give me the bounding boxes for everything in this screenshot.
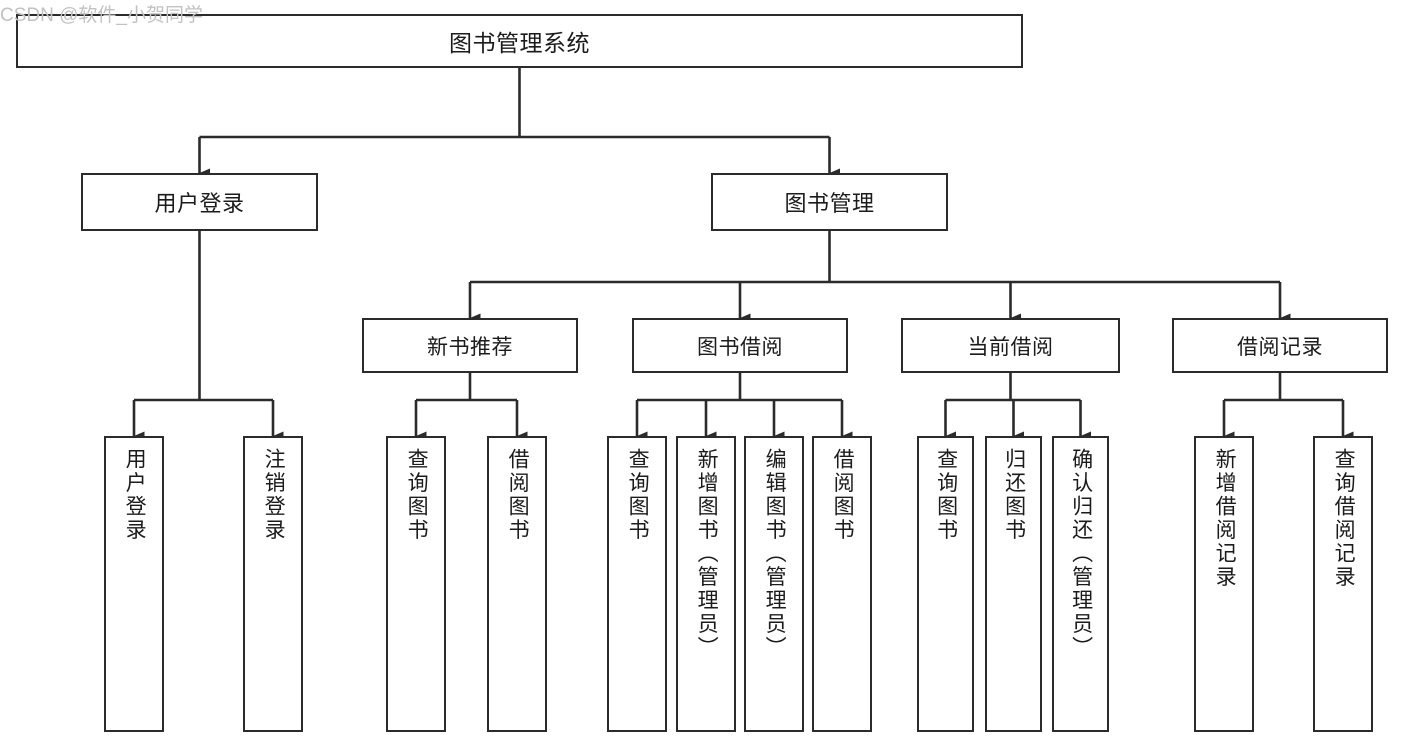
node-leaf-return-book[interactable]: 归还图书 xyxy=(985,436,1042,732)
node-leaf-borrow-book-1[interactable]: 借阅图书 xyxy=(487,436,547,732)
node-label-leaf-query-book-2: 查询图书 xyxy=(626,448,650,542)
node-label-leaf-borrow-book-2: 借阅图书 xyxy=(831,448,855,542)
node-root[interactable]: 图书管理系统 xyxy=(16,14,1023,68)
node-borrow-record[interactable]: 借阅记录 xyxy=(1172,318,1388,373)
node-label-book-manage: 图书管理 xyxy=(784,191,875,216)
node-label-leaf-query-book-3: 查询图书 xyxy=(934,448,958,542)
node-label-leaf-add-record: 新增借阅记录 xyxy=(1213,448,1237,589)
node-leaf-user-login[interactable]: 用户登录 xyxy=(104,436,164,732)
node-leaf-edit-book[interactable]: 编辑图书（管理员） xyxy=(744,436,804,732)
node-leaf-add-book[interactable]: 新增图书（管理员） xyxy=(676,436,736,732)
connector-group xyxy=(132,68,1354,441)
node-leaf-confirm-return[interactable]: 确认归还（管理员） xyxy=(1052,436,1109,732)
node-label-leaf-query-book-1: 查询图书 xyxy=(405,448,429,542)
node-label-leaf-borrow-book-1: 借阅图书 xyxy=(506,448,530,542)
node-leaf-query-record[interactable]: 查询借阅记录 xyxy=(1313,436,1373,732)
node-label-new-book-recommend: 新书推荐 xyxy=(427,335,513,359)
node-book-manage[interactable]: 图书管理 xyxy=(711,173,948,231)
node-leaf-add-record[interactable]: 新增借阅记录 xyxy=(1194,436,1254,732)
node-leaf-user-logout[interactable]: 注销登录 xyxy=(243,436,303,732)
node-new-book-recommend[interactable]: 新书推荐 xyxy=(362,318,578,373)
node-label-leaf-query-record: 查询借阅记录 xyxy=(1332,448,1356,589)
node-leaf-borrow-book-2[interactable]: 借阅图书 xyxy=(812,436,872,732)
node-leaf-query-book-1[interactable]: 查询图书 xyxy=(386,436,446,732)
node-leaf-query-book-3[interactable]: 查询图书 xyxy=(917,436,974,732)
node-label-leaf-edit-book: 编辑图书（管理员） xyxy=(763,448,787,660)
node-leaf-query-book-2[interactable]: 查询图书 xyxy=(607,436,667,732)
node-label-borrow-record: 借阅记录 xyxy=(1237,335,1323,359)
node-current-borrow[interactable]: 当前借阅 xyxy=(901,318,1120,373)
node-label-leaf-return-book: 归还图书 xyxy=(1002,448,1026,542)
node-label-leaf-add-book: 新增图书（管理员） xyxy=(695,448,719,660)
node-label-leaf-user-login: 用户登录 xyxy=(123,448,147,542)
node-label-book-borrow: 图书借阅 xyxy=(697,335,783,359)
node-label-leaf-confirm-return: 确认归还（管理员） xyxy=(1069,448,1093,660)
node-book-borrow[interactable]: 图书借阅 xyxy=(632,318,848,373)
node-label-current-borrow: 当前借阅 xyxy=(967,335,1054,359)
node-label-leaf-user-logout: 注销登录 xyxy=(262,448,286,542)
node-user-login[interactable]: 用户登录 xyxy=(81,173,318,231)
node-label-root: 图书管理系统 xyxy=(449,30,590,56)
node-label-user-login: 用户登录 xyxy=(154,191,245,216)
